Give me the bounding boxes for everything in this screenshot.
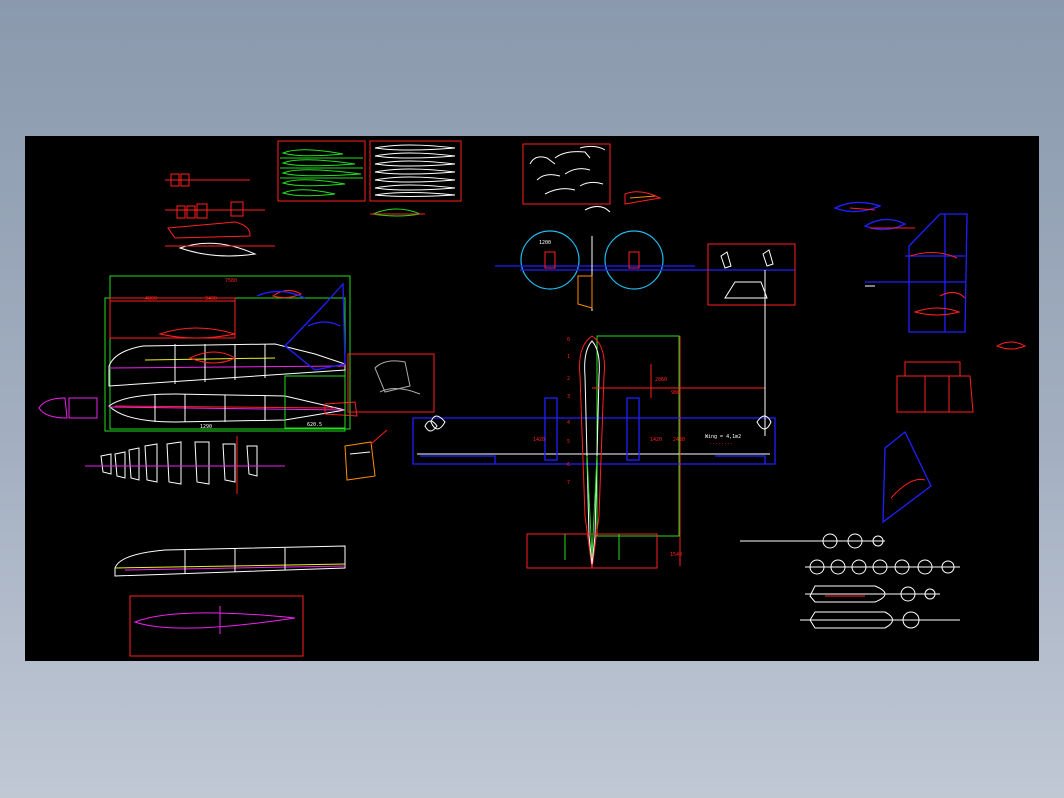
fuselage-top	[108, 375, 358, 429]
plan-dim-a-label: 1420	[533, 437, 545, 443]
small-parts-group	[165, 173, 275, 257]
overall-length-label: 7580	[225, 278, 237, 284]
fuselage-formers	[85, 436, 285, 494]
station-1: 1	[567, 354, 570, 360]
station-6: 6	[567, 462, 570, 468]
nacelle-front-views	[495, 230, 795, 311]
fuselage-lower-panel	[114, 545, 346, 577]
airfoil-box-white	[369, 140, 462, 217]
side-dim-label: 1290	[200, 424, 212, 430]
station-2: 2	[567, 376, 570, 382]
station-0: 0	[567, 337, 570, 343]
cowl-detail	[896, 361, 974, 413]
gear-detail-box	[707, 243, 796, 426]
wing-area-subtext: ........	[709, 440, 733, 446]
center-note-label: 2860	[655, 377, 667, 383]
tail-dim-label: 980	[671, 390, 680, 396]
airfoil-box-green	[277, 140, 366, 202]
tail-elevation	[833, 201, 1027, 350]
wing-rib-panel	[129, 595, 304, 657]
fin-note-label: 620.5	[307, 422, 322, 428]
station-3: 3	[567, 394, 570, 400]
cad-drawing-viewport[interactable]: .r { stroke: #ff2020; fill: none; stroke…	[25, 136, 1039, 661]
plan-view-aircraft	[412, 296, 776, 569]
nacelle-note-label: 2480	[673, 437, 685, 443]
prop-note-label: 1200	[539, 240, 551, 246]
nose-cones-left	[38, 397, 98, 419]
station-4: 4	[567, 420, 570, 426]
chord-note-label: 1540	[670, 552, 682, 558]
dimension-texts: 7580 4800 3400 620.5 1290 2860 980 1420 …	[145, 240, 741, 558]
station-5: 5	[567, 439, 570, 445]
seat-detail-box	[347, 353, 435, 413]
wing-station-label: 3400	[205, 296, 217, 302]
plan-dim-b-label: 1420	[650, 437, 662, 443]
fin-planform	[882, 430, 932, 524]
fin-sections-box	[522, 143, 662, 213]
wing-area-text: Wing = 4,1m2	[705, 434, 741, 440]
bulkhead-detail	[344, 429, 388, 481]
aircraft-blueprint: .r { stroke: #ff2020; fill: none; stroke…	[38, 140, 1027, 657]
wheel-parts	[740, 533, 960, 629]
fuselage-side	[108, 282, 346, 387]
span-note-label: 4800	[145, 296, 157, 302]
side-view-frame	[104, 275, 351, 432]
station-7: 7	[567, 480, 570, 486]
